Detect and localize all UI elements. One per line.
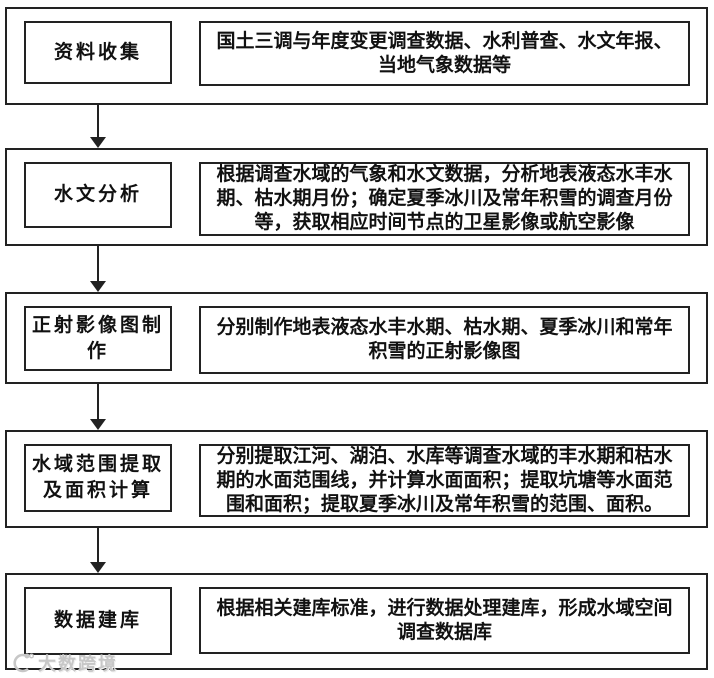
- flow-step-hydrological-analysis: 水文分析 根据调查水域的气象和水文数据，分析地表液态水丰水 期、枯水期月份；确定…: [5, 148, 708, 246]
- step-description: 国土三调与年度变更调查数据、水利普查、水文年报、 当地气象数据等: [216, 30, 673, 76]
- step-label: 资料收集: [24, 21, 172, 84]
- flow-arrow-down-icon: [90, 384, 106, 430]
- arrow-line: [97, 384, 99, 420]
- flow-arrow-down-icon: [90, 246, 106, 292]
- step-description-box: 国土三调与年度变更调查数据、水利普查、水文年报、 当地气象数据等: [199, 21, 690, 86]
- flow-step-data-collection: 资料收集 国土三调与年度变更调查数据、水利普查、水文年报、 当地气象数据等: [5, 7, 708, 105]
- step-description: 分别制作地表液态水丰水期、枯水期、夏季冰川和常年 积雪的正射影像图: [216, 317, 673, 362]
- step-description-box: 分别制作地表液态水丰水期、枯水期、夏季冰川和常年 积雪的正射影像图: [199, 306, 690, 374]
- step-label: 水文分析: [24, 162, 172, 228]
- arrow-line: [97, 105, 99, 138]
- step-description: 分别提取江河、湖泊、水库等调查水域的丰水期和枯水 期的水面范围线，并计算水面面积…: [216, 445, 673, 515]
- step-description-box: 分别提取江河、湖泊、水库等调查水域的丰水期和枯水 期的水面范围线，并计算水面面积…: [199, 444, 690, 517]
- flow-step-orthophoto-production: 正射影像图制 作 分别制作地表液态水丰水期、枯水期、夏季冰川和常年 积雪的正射影…: [5, 292, 708, 384]
- arrow-line: [97, 528, 99, 563]
- step-label: 数据建库: [24, 587, 172, 655]
- arrow-head-icon: [90, 562, 106, 573]
- step-description: 根据相关建库标准，进行数据处理建库，形成水域空间 调查数据库: [216, 597, 673, 643]
- arrow-head-icon: [90, 281, 106, 292]
- step-description: 根据调查水域的气象和水文数据，分析地表液态水丰水 期、枯水期月份；确定夏季冰川及…: [216, 164, 673, 233]
- watermark-text: 大数跨境: [38, 654, 118, 674]
- step-description-box: 根据相关建库标准，进行数据处理建库，形成水域空间 调查数据库: [199, 587, 690, 654]
- step-description-box: 根据调查水域的气象和水文数据，分析地表液态水丰水 期、枯水期月份；确定夏季冰川及…: [199, 162, 690, 236]
- flow-step-database-building: 数据建库 根据相关建库标准，进行数据处理建库，形成水域空间 调查数据库: [5, 573, 708, 670]
- watermark: 大数跨境: [12, 650, 118, 676]
- arrow-line: [97, 246, 99, 282]
- arrow-head-icon: [90, 137, 106, 148]
- flow-step-water-extraction-area: 水域范围提取 及面积计算 分别提取江河、湖泊、水库等调查水域的丰水期和枯水 期的…: [5, 430, 708, 528]
- step-label: 正射影像图制 作: [24, 306, 172, 371]
- arrow-head-icon: [90, 419, 106, 430]
- flow-arrow-down-icon: [90, 105, 106, 148]
- watermark-logo-icon: [12, 652, 34, 674]
- step-label: 水域范围提取 及面积计算: [24, 444, 172, 512]
- flow-arrow-down-icon: [90, 528, 106, 573]
